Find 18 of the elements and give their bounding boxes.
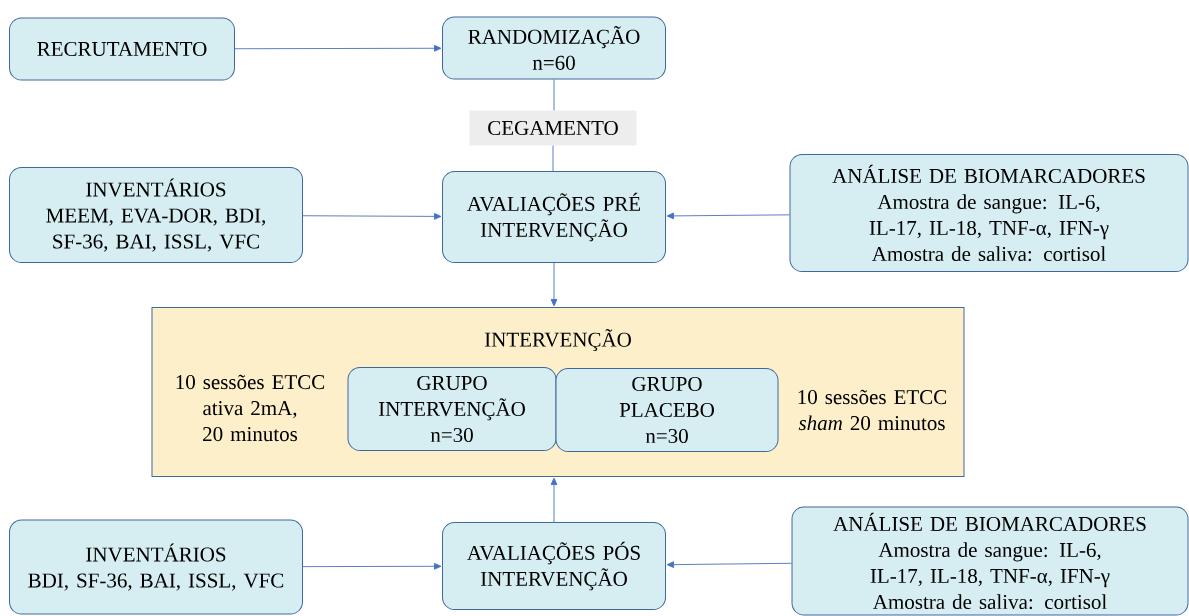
process-box: ANÁLISE DE BIOMARCADORES Amostra de sangue: IL-6, IL-17, IL-18, TNF-α, IFN-γ Amostra de saliva: cortisol (789, 154, 1189, 272)
arrow (550, 477, 558, 523)
arrow (302, 213, 442, 220)
process-box: GRUPO PLACEBO n=30 (555, 368, 779, 452)
process-box: RECRUTAMENTO (9, 17, 235, 81)
arrow (666, 212, 790, 220)
process-box: ANÁLISE DE BIOMARCADORES Amostra de sangue: IL-6, IL-17, IL-18, TNF-α, IFN-γ Amostra de saliva: cortisol (791, 506, 1189, 616)
arrow (666, 561, 792, 568)
process-box: AVALIAÇÕES PÓS INTERVENÇÃO (442, 522, 666, 610)
arrow (234, 44, 442, 52)
arrow (302, 562, 442, 570)
process-box: INVENTÁRIOS MEEM, EVA-DOR, BDI, SF-36, BAI, ISSL, VFC (9, 167, 303, 263)
process-box: AVALIAÇÕES PRÉ INTERVENÇÃO (442, 171, 666, 263)
process-box: GRUPO INTERVENÇÃO n=30 (347, 367, 557, 451)
process-box: INVENTÁRIOS BDI, SF-36, BAI, ISSL, VFC (9, 519, 303, 615)
process-box: RANDOMIZAÇÃO n=60 (442, 16, 666, 80)
arrow (550, 262, 558, 307)
label-box: CEGAMENTO (469, 110, 637, 146)
